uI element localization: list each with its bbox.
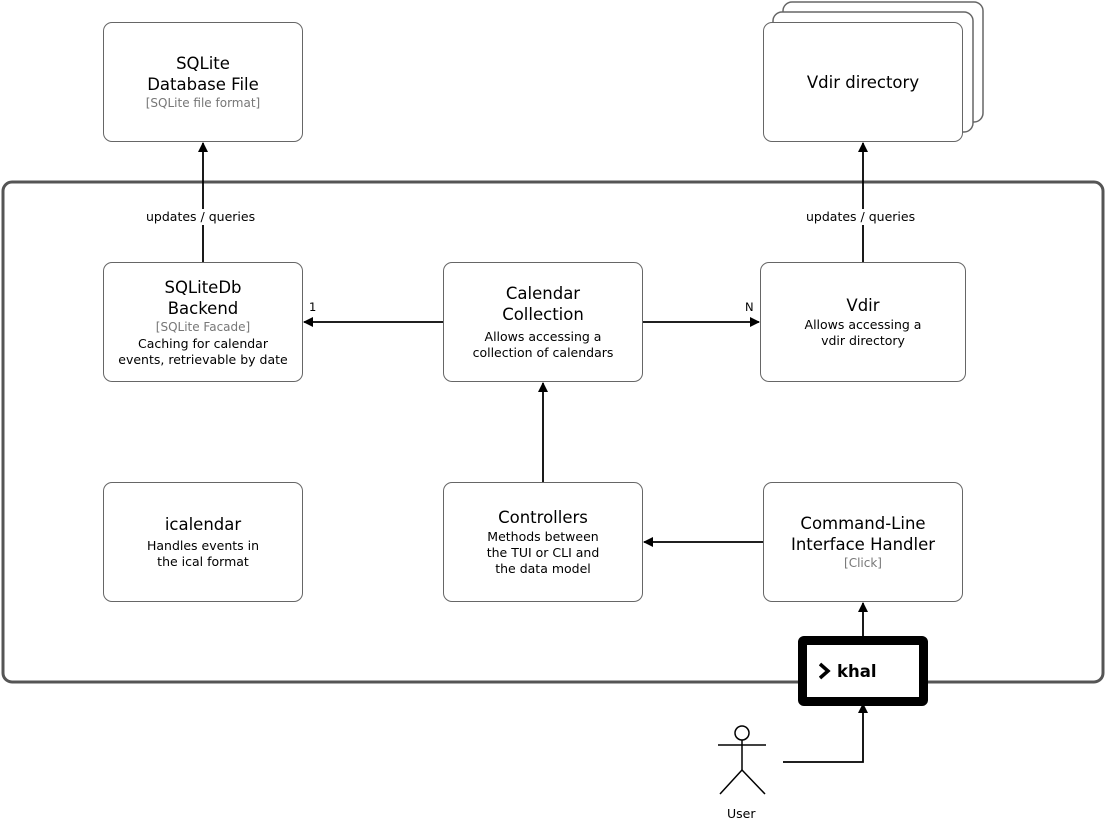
vdir-edge-label: updates / queries — [806, 209, 916, 225]
vdir-box[interactable]: Vdir Allows accessing a vdir directory — [760, 262, 966, 382]
icalendar-title: icalendar — [164, 515, 242, 534]
sqlite-edge-label: updates / queries — [146, 209, 256, 225]
calendar-collection-box[interactable]: Calendar Collection Allows accessing a c… — [443, 262, 643, 382]
sqlitedb-backend-tech: [SQLite Facade] — [155, 319, 251, 334]
vdir-directory-title: Vdir directory — [806, 72, 920, 92]
khal-system-name: khal — [837, 661, 877, 681]
user-label: User — [727, 806, 756, 821]
stick-figure-icon — [718, 725, 766, 795]
multiplicity-one: 1 — [309, 300, 317, 314]
calendar-collection-title: Calendar Collection — [502, 284, 584, 324]
controllers-title: Controllers — [498, 508, 588, 527]
cli-handler-tech: [Click] — [844, 556, 882, 570]
cli-handler-box[interactable]: Command-Line Interface Handler [Click] — [763, 482, 963, 602]
system-boundary — [1, 180, 1105, 684]
terminal-prompt-icon — [819, 662, 831, 680]
controllers-box[interactable]: Controllers Methods between the TUI or C… — [443, 482, 643, 602]
vdir-directory-box[interactable]: Vdir directory — [763, 22, 963, 142]
sqlite-database-file-box[interactable]: SQLite Database File [SQLite file format… — [103, 22, 303, 142]
sqlite-database-file-tech: [SQLite file format] — [145, 96, 261, 110]
sqlitedb-backend-title: SQLiteDb Backend — [164, 277, 242, 318]
vdir-desc: Allows accessing a vdir directory — [804, 317, 922, 348]
edge-user-to-khal — [783, 703, 868, 763]
vdir-title: Vdir — [846, 296, 880, 315]
calendar-collection-desc: Allows accessing a collection of calenda… — [472, 329, 614, 360]
sqlitedb-backend-box[interactable]: SQLiteDb Backend [SQLite Facade] Caching… — [103, 262, 303, 382]
multiplicity-n: N — [745, 300, 754, 314]
cli-handler-title: Command-Line Interface Handler — [790, 514, 936, 554]
khal-system-box[interactable]: khal — [798, 636, 928, 706]
controllers-desc: Methods between the TUI or CLI and the d… — [486, 529, 600, 576]
sqlitedb-backend-desc: Caching for calendar events, retrievable… — [118, 335, 288, 367]
sqlite-database-file-title: SQLite Database File — [147, 54, 259, 94]
icalendar-desc: Handles events in the ical format — [146, 538, 260, 569]
icalendar-box[interactable]: icalendar Handles events in the ical for… — [103, 482, 303, 602]
